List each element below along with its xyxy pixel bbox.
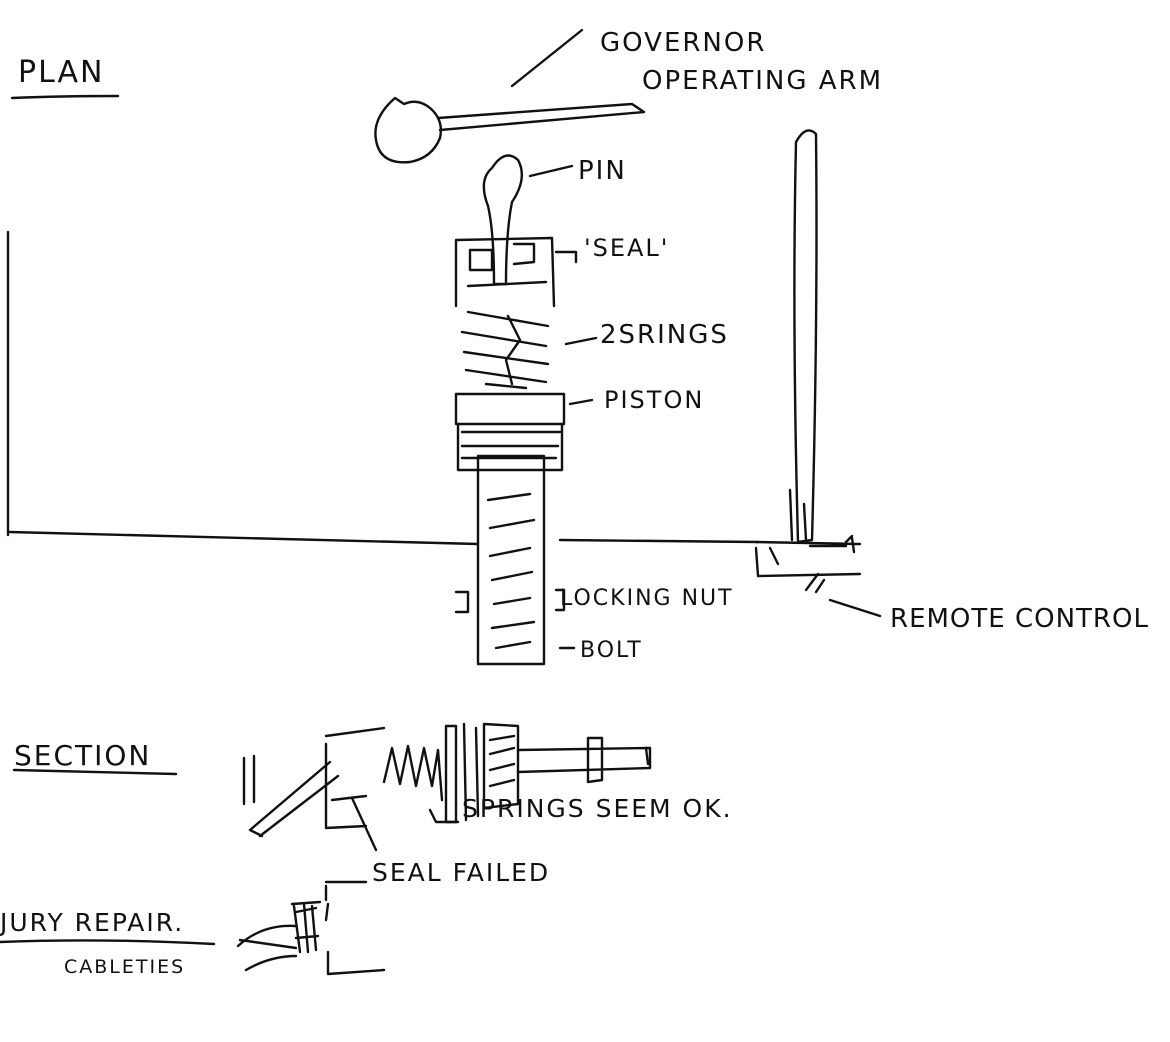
piston-body [454,392,566,426]
remote-control-label: REMOTE CONTROL [890,604,1149,634]
governor-label-pointer [510,28,584,88]
section-heading: SECTION [14,739,152,772]
bolt-body [476,454,546,666]
section-bolt [482,722,520,810]
repair-underline [0,939,216,946]
seal-pointer [554,250,578,264]
seal-label: 'SEAL' [584,234,670,262]
plan-heading-underline [10,94,120,100]
piston-pointer [568,398,594,406]
section-seal [324,726,386,852]
remote-pointer [804,572,882,618]
governor-operating-arm-label-line1: GOVERNOR [600,28,767,58]
pin-label: PIN [578,156,627,186]
section-shaft [516,736,652,784]
jury-repair-label: JURY REPAIR. [0,908,185,937]
cableties-label: CABLETIES [64,956,186,978]
locking-nut-label: LOCKING NUT [560,586,734,611]
springs-pointer [564,336,598,346]
repair-brackets [324,880,386,976]
repair-wires [236,924,298,972]
governor-arm-rod [436,102,646,132]
bolt-threads [486,492,536,650]
section-springs-zigzag [382,744,444,802]
springs-seem-ok-label: SPRINGS SEEM OK. [462,794,733,823]
section-lever [242,754,340,838]
section-springs-pointer [428,808,460,824]
repair-cable-ties [290,900,322,954]
springs-label: 2SRINGS [600,320,729,350]
pin-shape [482,154,524,286]
remote-base [754,534,862,578]
governor-arm-knob [374,96,443,164]
piston-lower [456,422,564,472]
piston-label: PISTON [604,386,705,414]
seal-failed-label: SEAL FAILED [372,858,551,887]
locking-nut [454,588,566,614]
remote-rod [788,129,818,544]
section-heading-underline [12,768,178,776]
bolt-label: BOLT [580,638,643,663]
pin-pointer [528,164,574,178]
seal-housing [454,236,556,308]
springs-coil [460,310,550,390]
housing-floor [8,530,760,546]
plan-heading: PLAN [18,55,105,90]
governor-operating-arm-label-line2: OPERATING ARM [642,66,884,96]
